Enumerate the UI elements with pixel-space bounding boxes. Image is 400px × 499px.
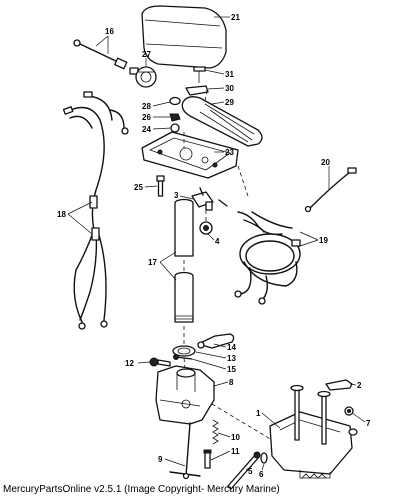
- bolt-25[interactable]: [156, 175, 165, 197]
- copyright-caption: MercuryPartsOnline v2.5.1 (Image Copyrig…: [3, 484, 280, 495]
- steering-tube[interactable]: [174, 198, 194, 323]
- callout-16: 16: [105, 27, 114, 36]
- callout-12: 12: [125, 359, 134, 368]
- nut-24[interactable]: [170, 123, 180, 133]
- clamp-collar[interactable]: [172, 345, 196, 357]
- callout-29: 29: [225, 98, 234, 107]
- clip-22[interactable]: [218, 199, 228, 207]
- spring[interactable]: [212, 419, 219, 445]
- callout-30: 30: [225, 84, 234, 93]
- callout-13: 13: [227, 354, 236, 363]
- callout-5: 5: [248, 467, 253, 476]
- washer-6[interactable]: [260, 452, 268, 464]
- toggle-switch[interactable]: [129, 66, 157, 88]
- wiring-harness-19[interactable]: [234, 211, 301, 305]
- leader-lines: [67, 16, 366, 471]
- callout-15: 15: [227, 365, 236, 374]
- callout-11: 11: [231, 447, 240, 456]
- callout-31: 31: [225, 70, 234, 79]
- callout-2: 2: [357, 381, 362, 390]
- callout-8: 8: [229, 378, 234, 387]
- callout-labels: 16 21 27 31 30 29 28 26 24 23 20 25 3 18…: [57, 13, 371, 479]
- callout-7: 7: [366, 419, 371, 428]
- callout-28: 28: [142, 102, 151, 111]
- nut-26[interactable]: [169, 113, 181, 122]
- clamp-handle[interactable]: [325, 379, 353, 391]
- callout-26: 26: [142, 113, 151, 122]
- bolt-12[interactable]: [149, 357, 171, 367]
- tiller-handle[interactable]: [181, 96, 263, 147]
- washer-small[interactable]: [348, 428, 358, 436]
- transom-clamp[interactable]: [269, 384, 353, 479]
- callout-1: 1: [256, 409, 261, 418]
- switch-housing[interactable]: [141, 131, 239, 179]
- washer-28[interactable]: [169, 96, 181, 106]
- callout-10: 10: [231, 433, 240, 442]
- callout-6: 6: [259, 470, 264, 479]
- callout-9: 9: [158, 455, 163, 464]
- callout-20: 20: [321, 158, 330, 167]
- callout-14: 14: [227, 343, 236, 352]
- callout-24: 24: [142, 125, 151, 134]
- callout-18: 18: [57, 210, 66, 219]
- jumper-wire[interactable]: [304, 167, 357, 213]
- screw-11[interactable]: [203, 449, 212, 469]
- callout-4: 4: [215, 237, 220, 246]
- nut-7[interactable]: [344, 406, 354, 416]
- top-cover[interactable]: [141, 5, 227, 69]
- callout-19: 19: [319, 236, 328, 245]
- screw-31[interactable]: [193, 66, 206, 83]
- callout-25: 25: [134, 183, 143, 192]
- wiring-harness-18[interactable]: [62, 91, 129, 330]
- callout-17: 17: [148, 258, 157, 267]
- assembly-lines: [183, 89, 273, 441]
- callout-3: 3: [174, 191, 179, 200]
- switch-lever[interactable]: [73, 39, 128, 70]
- lock-pin[interactable]: [169, 422, 201, 480]
- callout-27: 27: [142, 50, 151, 59]
- callout-23: 23: [225, 148, 234, 157]
- bolt-5[interactable]: [227, 451, 261, 490]
- clip-30[interactable]: [185, 85, 209, 96]
- grommet[interactable]: [199, 221, 213, 235]
- lock-lever[interactable]: [197, 333, 235, 349]
- solenoid-switch[interactable]: [191, 187, 214, 211]
- callout-21: 21: [231, 13, 240, 22]
- mounting-bracket[interactable]: [155, 365, 215, 425]
